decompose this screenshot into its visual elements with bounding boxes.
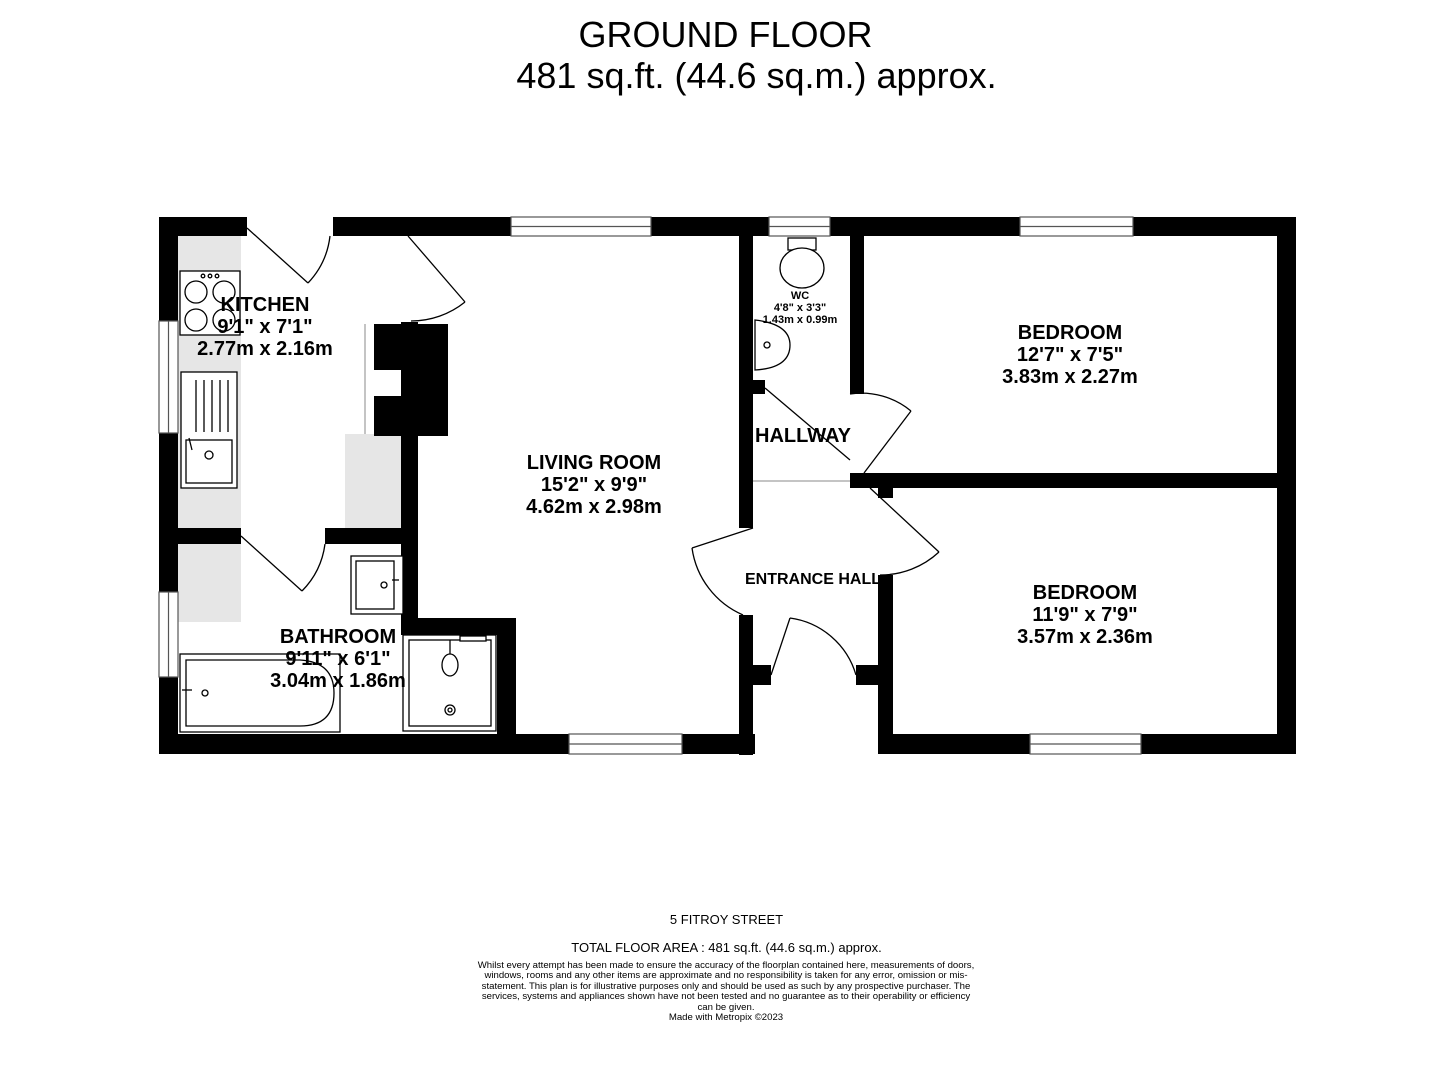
room-metric: 3.83m x 2.27m [1002,366,1138,388]
room-entrance-hall: ENTRANCE HALL [738,569,888,591]
disclaimer-text: Whilst every attempt has been made to en… [477,960,975,1013]
shower-tray-icon [402,634,497,732]
room-hallway: HALLWAY [748,425,858,447]
room-name: BATHROOM [279,626,397,648]
room-imperial: 11'9" x 7'9" [1032,604,1138,626]
room-metric: 3.04m x 1.86m [270,670,406,692]
room-metric: 3.57m x 2.36m [1017,626,1153,648]
room-name: KITCHEN [220,294,310,316]
room-bathroom: BATHROOM 9'11" x 6'1" 3.04m x 1.86m [252,626,424,692]
property-address: 5 FITROY STREET [669,912,784,927]
room-wc: WC 4'8" x 3'3" 1.43m x 0.99m [752,290,848,326]
room-name: HALLWAY [755,425,851,447]
room-metric: 4.62m x 2.98m [526,496,662,518]
room-name: WC [790,290,810,302]
windows [158,216,1142,755]
room-name: LIVING ROOM [526,452,662,474]
floor-title: GROUND FLOOR [578,14,873,55]
hob-icon [179,270,241,336]
walls [159,217,1296,755]
bath-icon [179,653,341,733]
room-imperial: 9'1" x 7'1" [217,316,313,338]
room-name: ENTRANCE HALL [745,571,881,588]
bathroom-basin-icon [350,555,404,615]
total-floor-area: TOTAL FLOOR AREA : 481 sq.ft. (44.6 sq.m… [571,940,882,955]
disclaimer: Whilst every attempt has been made to en… [476,960,976,1024]
room-imperial: 15'2" x 9'9" [540,474,648,496]
room-imperial: 4'8" x 3'3" [773,302,827,314]
room-bedroom-1: BEDROOM 12'7" x 7'5" 3.83m x 2.27m [980,322,1160,388]
kitchen-sink-icon [180,371,238,489]
wc-basin-icon [754,319,791,371]
room-name: BEDROOM [1032,582,1138,604]
metropix-credit: Made with Metropix ©2023 [668,1012,784,1024]
doors [240,227,940,676]
room-kitchen: KITCHEN 9'1" x 7'1" 2.77m x 2.16m [185,294,345,360]
thin-lines [364,324,850,482]
room-metric: 1.43m x 0.99m [762,314,838,326]
room-imperial: 9'11" x 6'1" [285,648,391,670]
room-bedroom-2: BEDROOM 11'9" x 7'9" 3.57m x 2.36m [995,582,1175,648]
floor-area: 481 sq.ft. (44.6 sq.m.) approx. [516,55,997,96]
room-living: LIVING ROOM 15'2" x 9'9" 4.62m x 2.98m [504,452,684,518]
room-metric: 2.77m x 2.16m [197,338,333,360]
room-name: BEDROOM [1017,322,1123,344]
room-imperial: 12'7" x 7'5" [1016,344,1124,366]
toilet-icon [779,237,825,289]
